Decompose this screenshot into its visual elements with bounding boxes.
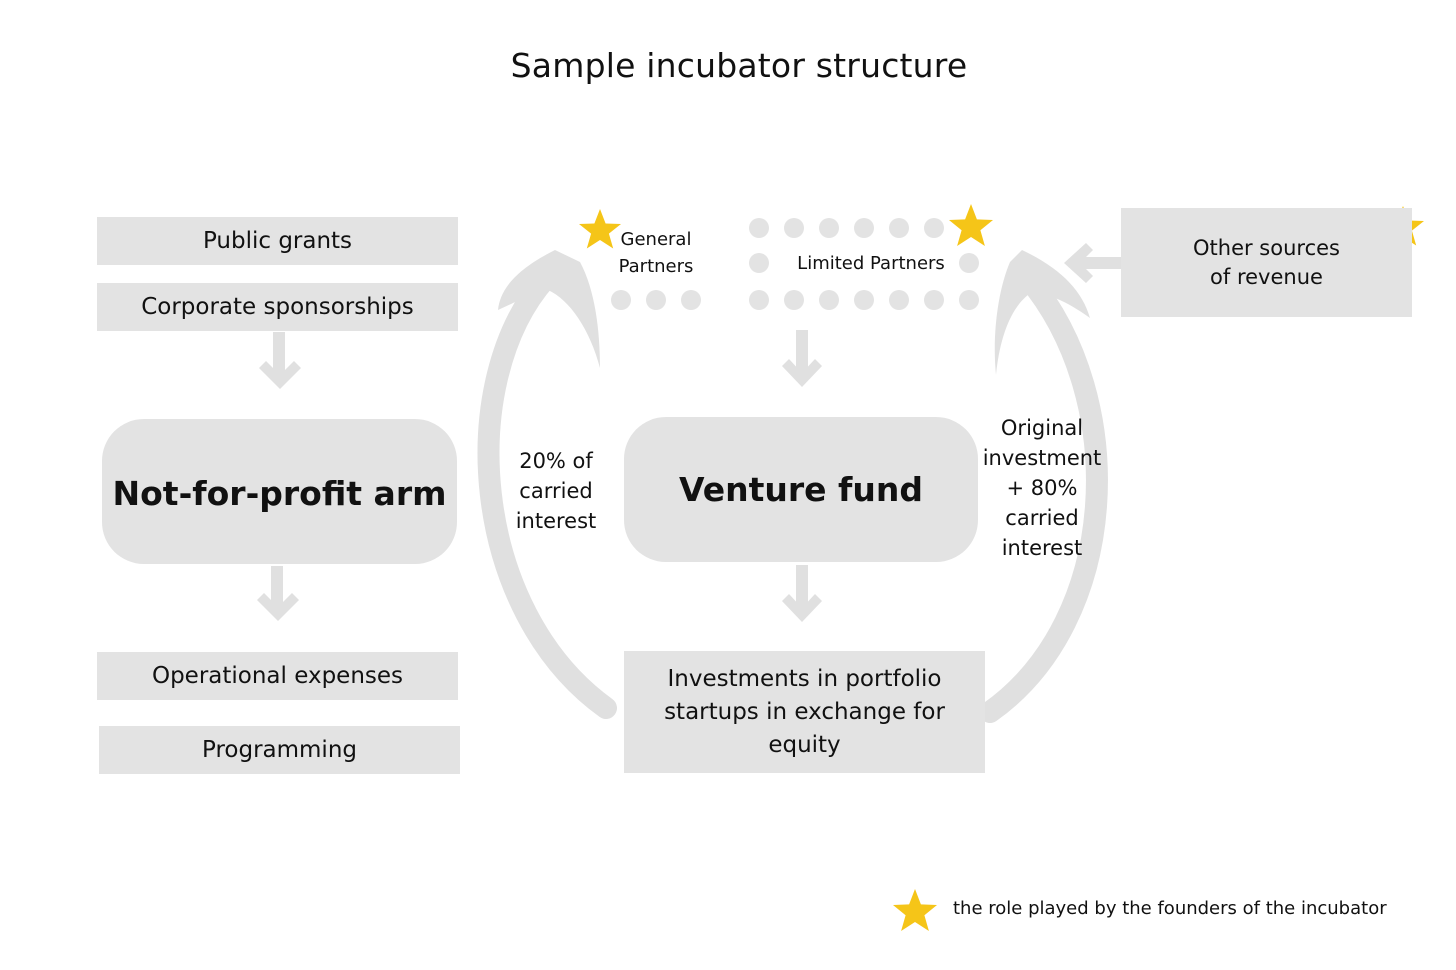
node-programming-label: Programming	[201, 737, 357, 763]
label-carried-20-line2: carried	[519, 479, 593, 503]
general-partners-label: General Partners	[606, 226, 706, 280]
node-public-grants-label: Public grants	[202, 228, 353, 254]
general-partner-dots	[611, 290, 701, 310]
node-operational-expenses-label: Operational expenses	[151, 663, 404, 689]
arrow-down-nonprofit-to-expenses	[257, 566, 299, 621]
general-partners-line1: General	[620, 229, 692, 250]
label-carried-interest-20: 20% of carried interest	[506, 446, 606, 536]
label-original-line3: + 80%	[1006, 476, 1078, 500]
node-other-revenue: Other sources of revenue	[1121, 208, 1412, 317]
label-original-line1: Original	[1000, 416, 1084, 440]
arrow-down-sponsors-to-nonprofit	[259, 332, 301, 389]
label-original-line5: interest	[1001, 536, 1083, 560]
label-original-investment: Original investment + 80% carried intere…	[978, 413, 1106, 563]
curved-arrow-original-investment	[979, 250, 1108, 723]
label-original-line2: investment	[982, 446, 1102, 470]
label-carried-20-line1: 20% of	[519, 449, 593, 473]
label-original-line4: carried	[1005, 506, 1079, 530]
arrow-down-partners-to-fund	[782, 330, 822, 387]
node-venture-fund: Venture fund	[624, 417, 978, 562]
star-icon-general-partners	[579, 209, 621, 249]
node-operational-expenses: Operational expenses	[97, 652, 458, 700]
limited-partners-label: Limited Partners	[797, 253, 945, 274]
arrow-down-fund-to-investments	[782, 565, 822, 622]
node-corporate-sponsorships-label: Corporate sponsorships	[141, 294, 414, 320]
arrow-other-revenue-to-curve	[1064, 243, 1122, 283]
node-nonprofit-arm-label: Not-for-profit arm	[112, 474, 447, 513]
legend-text: the role played by the founders of the i…	[953, 898, 1387, 919]
limited-partner-dots	[749, 218, 979, 310]
star-icon-legend	[893, 889, 937, 931]
node-investments: Investments in portfolio startups in exc…	[624, 651, 985, 773]
label-carried-20-line3: interest	[515, 509, 597, 533]
node-nonprofit-arm: Not-for-profit arm	[102, 419, 457, 564]
node-other-revenue-label: Other sources of revenue	[1193, 235, 1340, 289]
general-partners-line2: Partners	[618, 256, 694, 277]
diagram-title: Sample incubator structure	[510, 46, 968, 85]
node-corporate-sponsorships: Corporate sponsorships	[97, 283, 458, 331]
curved-arrow-carried-interest	[477, 250, 617, 719]
node-public-grants: Public grants	[97, 217, 458, 265]
node-investments-label: Investments in portfolio startups in exc…	[664, 665, 945, 758]
star-icon-limited-partners	[949, 204, 993, 246]
node-programming: Programming	[99, 726, 460, 774]
node-venture-fund-label: Venture fund	[679, 470, 923, 509]
